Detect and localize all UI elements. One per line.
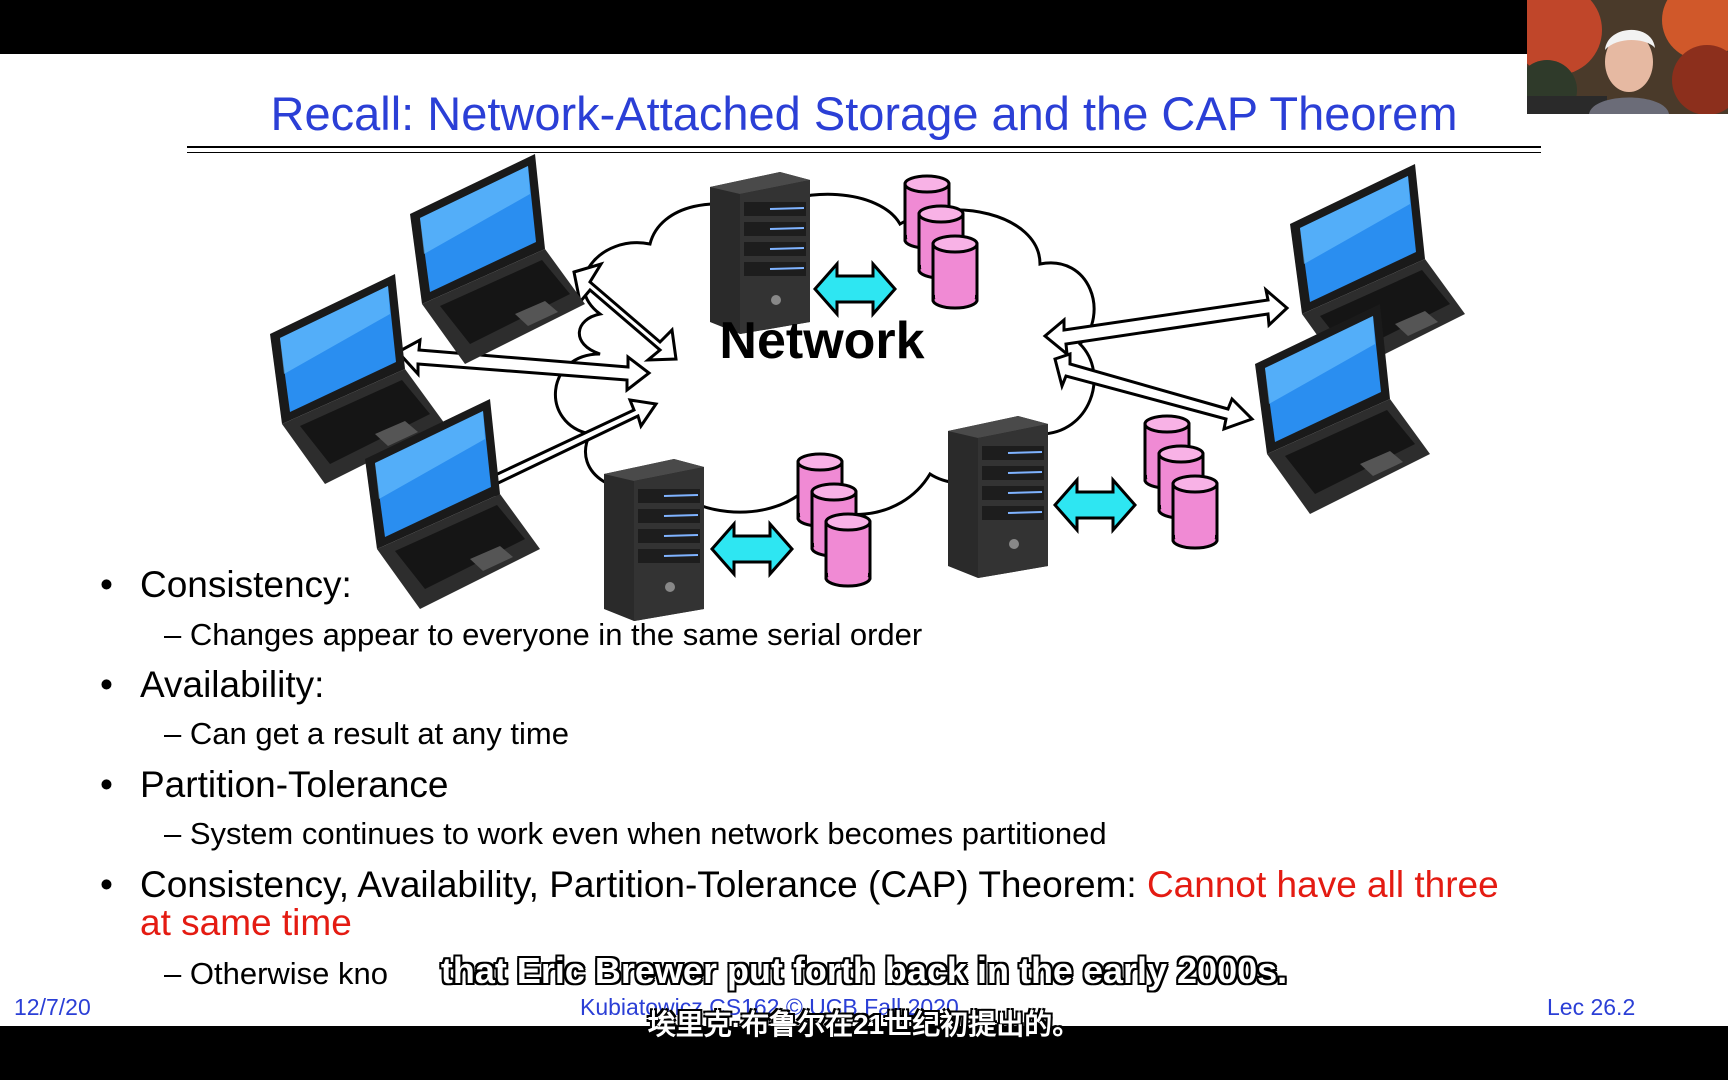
sub-bullet-otherwise: – Otherwise kno [164, 956, 388, 991]
sub-bullet-partition-tolerance: – System continues to work even when net… [164, 816, 1107, 851]
subtitle-chinese: 埃里克·布鲁尔在21世纪初提出的。 [647, 1009, 1081, 1040]
slide: Recall: Network-Attached Storage and the… [0, 54, 1728, 1026]
sub-bullet-availability: – Can get a result at any time [164, 716, 569, 751]
slide-title: Recall: Network-Attached Storage and the… [270, 87, 1458, 140]
cap-highlight: Cannot have all three [1146, 864, 1499, 905]
bullet-dot: • [100, 564, 113, 605]
footer-course: Kubiatowicz CS162 © UCB Fall 2020 [580, 994, 959, 1020]
bullet-partition-tolerance: • Partition-Tolerance [100, 764, 449, 805]
cap-highlight-line2: at same time [140, 902, 352, 943]
bullet-consistency: • Consistency: [100, 564, 352, 605]
network-diagram: Network [270, 154, 1465, 622]
bullet-cap-theorem: • Consistency, Availability, Partition-T… [100, 864, 1499, 905]
speaker-avatar [1527, 0, 1728, 114]
network-label: Network [719, 312, 924, 370]
bullet-dot: • [100, 864, 113, 905]
footer-date: 12/7/20 [14, 994, 91, 1020]
subtitle-english: that Eric Brewer put forth back in the e… [440, 950, 1288, 991]
webcam-video [1527, 0, 1728, 114]
bullet-dot: • [100, 664, 113, 705]
footer-lecture-number: Lec 26.2 [1547, 994, 1636, 1020]
bullet-dot: • [100, 764, 113, 805]
title-rule-thin [187, 152, 1541, 153]
bullet-availability: • Availability: [100, 664, 325, 705]
sub-bullet-consistency: – Changes appear to everyone in the same… [164, 617, 923, 652]
title-rule [187, 146, 1541, 148]
